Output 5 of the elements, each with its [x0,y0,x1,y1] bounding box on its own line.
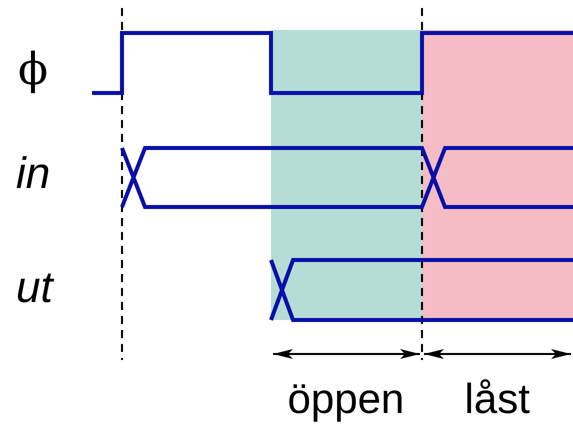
interval-label: låst [464,378,530,420]
signal-label: ut [16,266,53,310]
signal-label: ϕ [18,48,48,92]
interval-label: öppen [288,378,404,420]
signal-label: in [16,152,50,196]
